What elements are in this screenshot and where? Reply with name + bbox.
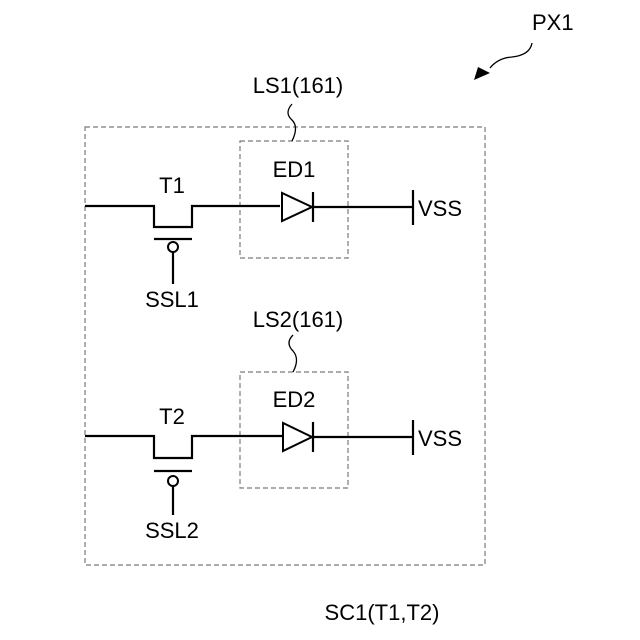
diode-triangle-ed2-icon xyxy=(283,423,312,451)
circuit-boundary-sc1 xyxy=(85,127,485,565)
row-2-circuit xyxy=(85,420,413,515)
label-vss-2: VSS xyxy=(418,426,462,451)
label-ls2: LS2(161) xyxy=(253,307,344,332)
leader-line-ls1 xyxy=(288,104,296,141)
label-ed2: ED2 xyxy=(273,387,316,412)
label-ssl2: SSL2 xyxy=(145,518,199,543)
label-px1: PX1 xyxy=(532,10,574,35)
wire-row-1 xyxy=(85,206,280,227)
label-ed1: ED1 xyxy=(273,157,316,182)
wire-row-2 xyxy=(85,436,282,458)
gate-bubble-t1 xyxy=(168,242,178,252)
diode-triangle-ed1-icon xyxy=(282,193,312,221)
label-vss-1: VSS xyxy=(418,196,462,221)
label-t2: T2 xyxy=(159,404,185,429)
label-ssl1: SSL1 xyxy=(145,287,199,312)
label-t1: T1 xyxy=(159,173,185,198)
label-sc1: SC1(T1,T2) xyxy=(325,600,440,625)
row-1-circuit xyxy=(85,190,413,284)
leader-line-ls2 xyxy=(289,335,297,372)
leader-line-px1 xyxy=(490,43,532,68)
gate-bubble-t2 xyxy=(168,476,178,486)
arrow-head-px1-icon xyxy=(474,67,490,80)
label-ls1: LS1(161) xyxy=(253,73,344,98)
